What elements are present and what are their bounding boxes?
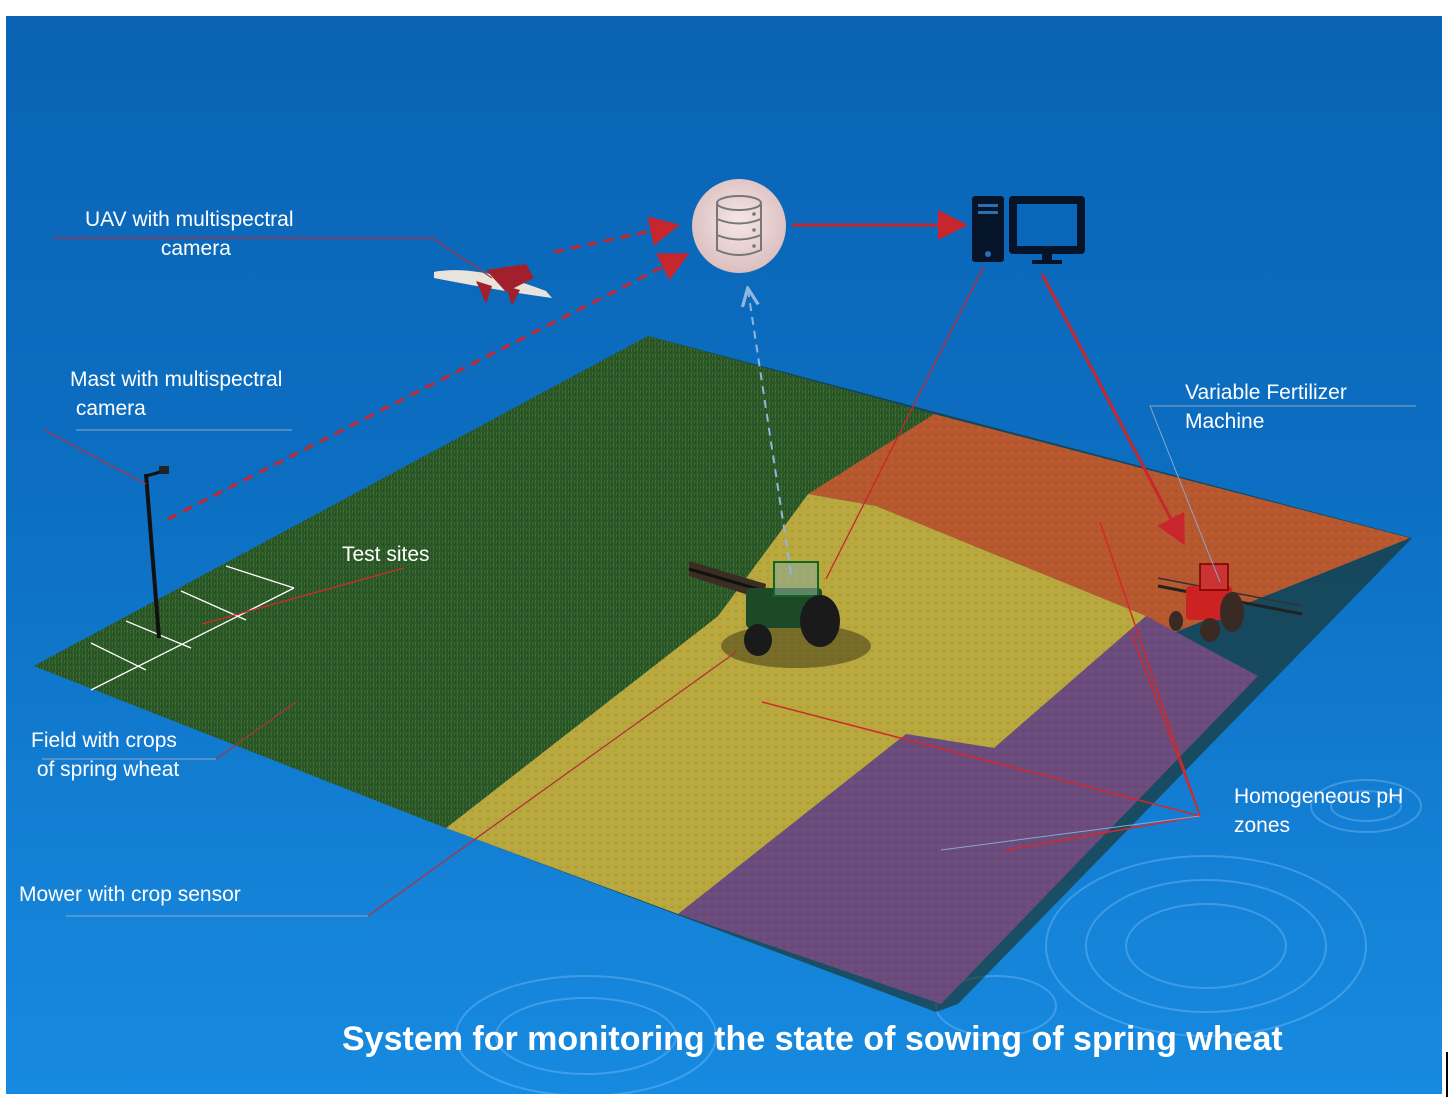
mast-label: Mast with multispectral camera	[70, 368, 283, 420]
field-label: Field with crops of spring wheat	[31, 729, 180, 781]
mower-tractor-icon	[688, 561, 871, 668]
scene-illustration	[34, 179, 1422, 1094]
wheat-field	[34, 336, 934, 828]
fertilizer-tractor-icon	[1157, 563, 1303, 642]
edge-mark	[1446, 1052, 1448, 1097]
mast-icon	[144, 466, 169, 639]
diagram-canvas: UAV with multispectral camera Mast with …	[6, 16, 1442, 1094]
test-sites-label: Test sites	[342, 543, 430, 566]
uav-icon	[434, 264, 552, 306]
computer-icon	[972, 196, 1085, 264]
leader-lines	[42, 237, 1416, 917]
ripple-decoration	[455, 779, 1422, 1094]
diagram-title: System for monitoring the state of sowin…	[342, 1020, 1283, 1058]
mower-label: Mower with crop sensor	[19, 883, 241, 906]
uav-label: UAV with multispectral camera	[85, 208, 294, 260]
data-flow-arrows	[167, 210, 1185, 580]
ph-zones-label: Homogeneous pH zones	[1234, 785, 1404, 837]
database-icon	[692, 179, 786, 273]
fertilizer-label: Variable Fertilizer Machine	[1185, 381, 1347, 433]
